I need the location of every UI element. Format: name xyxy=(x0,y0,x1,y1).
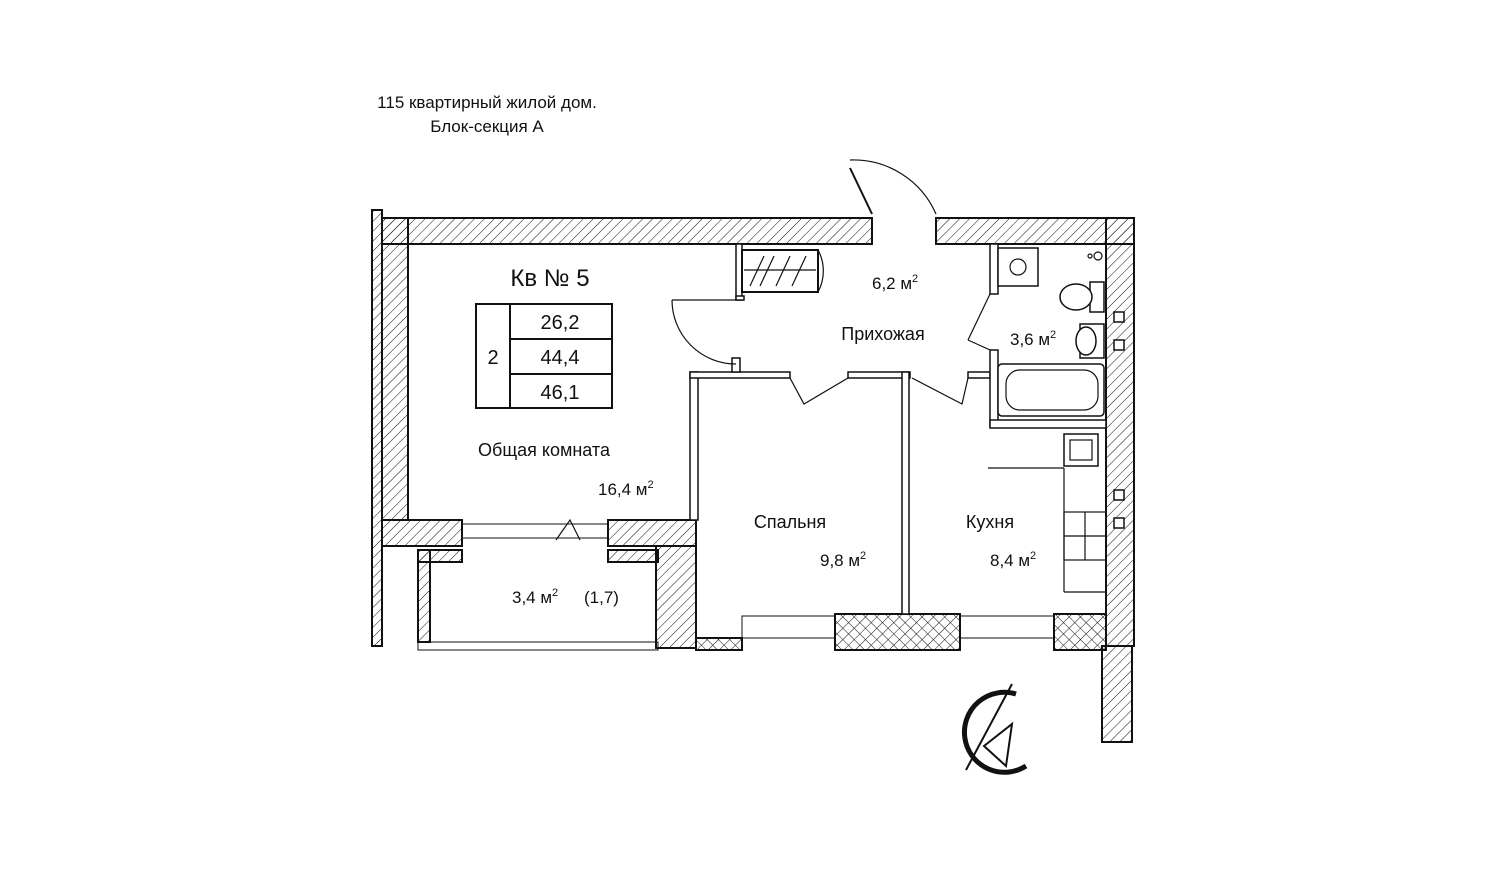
stove-top xyxy=(1069,439,1093,461)
bathtub-inner xyxy=(1005,369,1099,411)
project-section: Блок-секция А xyxy=(430,117,544,136)
living-door-jamb xyxy=(731,357,741,373)
closet-hanger xyxy=(775,255,791,287)
toilet-bowl xyxy=(1059,283,1093,311)
bedroom-area: 9,8 м2 xyxy=(820,550,866,570)
kitchen-window xyxy=(959,615,1055,639)
entrance-door-leaf xyxy=(849,167,873,215)
total-area-value: 44,4 xyxy=(541,347,580,369)
kitchen-door xyxy=(911,377,969,405)
balcony-rail-top-right xyxy=(607,549,659,563)
top-wall-right xyxy=(935,217,1135,245)
bedroom-top-partition-left xyxy=(689,371,791,379)
closet-hanger xyxy=(749,255,765,287)
closet-corner xyxy=(735,295,745,301)
riser-icon xyxy=(1093,251,1103,261)
bath-door-arc xyxy=(967,339,991,351)
bath-door-leaf xyxy=(967,293,991,341)
area-table: 2 26,2 44,4 46,1 xyxy=(475,303,613,409)
balcony-area: 3,4 м2 xyxy=(512,587,558,607)
living-area-value: 26,2 xyxy=(541,312,580,334)
sink-bowl xyxy=(1075,326,1097,356)
balcony-door-window xyxy=(461,523,609,539)
hallway-area: 6,2 м2 xyxy=(872,273,918,293)
north-compass-icon xyxy=(962,683,1028,775)
balcony-reduced-area: (1,7) xyxy=(584,588,619,607)
kitchen-top-partition xyxy=(967,371,991,379)
bedroom-name: Спальня xyxy=(754,512,826,532)
closet-door-arc xyxy=(817,249,824,293)
kitchen-name: Кухня xyxy=(966,512,1014,532)
apartment-label: Кв № 5 xyxy=(510,265,589,292)
bedroom-door xyxy=(789,377,849,405)
living-door-arc xyxy=(671,299,737,365)
right-wall-lower xyxy=(1101,645,1133,743)
top-wall-left xyxy=(381,217,873,245)
doors xyxy=(555,159,991,541)
drain-icon xyxy=(1087,253,1093,259)
kitchen-area: 8,4 м2 xyxy=(990,550,1036,570)
bottom-wall-right xyxy=(1053,613,1107,651)
closet-hanger xyxy=(791,255,807,287)
balcony-door xyxy=(555,518,581,541)
kitchen-fixtures xyxy=(1063,433,1107,561)
built-in-closet xyxy=(741,249,824,293)
balcony-rail-left xyxy=(417,549,431,643)
vent-icon xyxy=(1113,489,1125,501)
vent-icon xyxy=(1113,311,1125,323)
bedroom-top-partition-right xyxy=(847,371,911,379)
rooms-count: 2 xyxy=(487,347,498,369)
vent-icon xyxy=(1113,339,1125,351)
bath-partition-upper xyxy=(989,243,999,295)
interior-partitions xyxy=(689,243,1107,615)
living-bedroom-partition xyxy=(689,371,699,521)
vent-marks xyxy=(1113,311,1125,529)
right-wall xyxy=(1105,217,1135,647)
balcony-wall-left xyxy=(381,519,463,547)
entrance-door-arc xyxy=(849,159,937,215)
vent-icon xyxy=(1113,517,1125,529)
bath-partition-lower xyxy=(989,349,999,427)
closet-box xyxy=(741,249,819,293)
bottom-wall-left xyxy=(695,637,743,651)
windows xyxy=(417,523,1055,651)
bathroom-area: 3,6 м2 xyxy=(1010,329,1056,349)
balcony-glazing xyxy=(417,641,659,651)
area-table-frame xyxy=(475,303,613,409)
washing-machine-drum xyxy=(1009,258,1027,276)
hallway-name: Прихожая xyxy=(841,324,924,344)
stove xyxy=(1063,433,1099,467)
living-room-area: 16,4 м2 xyxy=(598,479,654,499)
project-title: 115 квартирный жилой дом. xyxy=(377,93,597,112)
left-outer-wall xyxy=(371,209,383,647)
balcony-rail-top-left xyxy=(417,549,463,563)
left-wall xyxy=(381,217,409,521)
balcony-wall-right xyxy=(607,519,697,547)
bedroom-kitchen-partition xyxy=(901,371,910,615)
exterior-walls xyxy=(371,209,1135,743)
bathtub xyxy=(997,363,1105,417)
washing-machine xyxy=(997,247,1039,287)
bottom-wall-middle xyxy=(834,613,961,651)
total-area-with-balcony-value: 46,1 xyxy=(541,382,580,404)
closet-hanger xyxy=(759,255,775,287)
bath-bottom-partition xyxy=(989,419,1107,429)
living-room-name: Общая комната xyxy=(478,440,611,460)
bathroom-fixtures xyxy=(997,247,1105,417)
balcony-side-wall xyxy=(655,545,697,649)
bedroom-window xyxy=(741,615,836,639)
